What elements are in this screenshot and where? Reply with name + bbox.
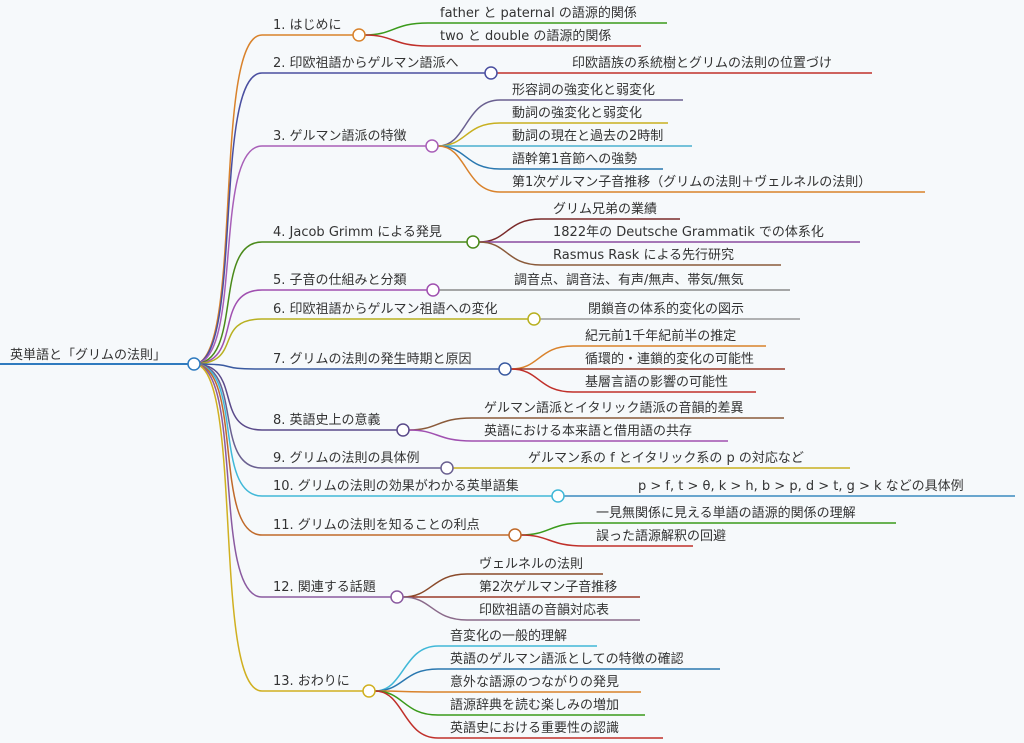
nodes-layer: 英単語と「グリムの法則」 1. はじめに father と paternal の語源…: [10, 5, 964, 736]
subtopic-node-label[interactable]: 音変化の一般的理解: [450, 628, 567, 644]
topic-node-label[interactable]: 3. ゲルマン語派の特徴: [273, 128, 407, 144]
subtopic-connector: [374, 645, 439, 692]
subtopic-node-label[interactable]: 形容詞の強変化と弱変化: [512, 82, 655, 98]
topic-connector: [193, 363, 263, 536]
topic-node-label[interactable]: 2. 印欧祖語からゲルマン語派へ: [273, 55, 459, 71]
subtopic-node-label[interactable]: 印欧語族の系統樹とグリムの法則の位置づけ: [572, 55, 832, 71]
subtopic-node-label[interactable]: two と double の語源的関係: [440, 28, 611, 44]
collapse-toggle-icon[interactable]: [426, 283, 440, 297]
topic-connector: [193, 363, 263, 431]
subtopic-connector: [437, 122, 501, 147]
topic-connector: [193, 363, 263, 598]
subtopic-connector: [510, 345, 574, 370]
collapse-toggle-icon[interactable]: [390, 590, 404, 604]
subtopic-connector: [374, 690, 439, 739]
topic-connector: [193, 34, 263, 365]
collapse-toggle-icon[interactable]: [425, 139, 439, 153]
collapse-toggle-icon[interactable]: [527, 312, 541, 326]
subtopic-node-label[interactable]: グリム兄弟の業績: [553, 201, 657, 217]
subtopic-node-label[interactable]: 動詞の現在と過去の2時制: [512, 129, 663, 144]
subtopic-connector: [437, 145, 501, 193]
topic-node-label[interactable]: 9. グリムの法則の具体例: [273, 451, 420, 466]
subtopic-connector: [520, 522, 585, 536]
topic-connector: [193, 363, 263, 370]
subtopic-node-label[interactable]: 循環的・連鎖的変化の可能性: [585, 351, 754, 367]
topic-connector: [193, 318, 263, 365]
collapse-toggle-icon[interactable]: [551, 489, 565, 503]
topic-node-label[interactable]: 10. グリムの法則の効果がわかる英単語集: [273, 478, 519, 494]
subtopic-connector: [510, 368, 574, 393]
topic-node-label[interactable]: 13. おわりに: [273, 674, 350, 689]
subtopic-node-label[interactable]: 意外な語源のつながりの発見: [450, 674, 619, 690]
topic-node-label[interactable]: 8. 英語史上の意義: [273, 412, 381, 428]
topic-connector: [193, 72, 263, 365]
subtopic-node-label[interactable]: 誤った語源解釈の回避: [596, 528, 726, 544]
subtopic-node-label[interactable]: ヴェルネルの法則: [479, 556, 583, 572]
subtopic-node-label[interactable]: 印欧祖語の音韻対応表: [479, 602, 609, 618]
subtopic-connector: [402, 573, 468, 598]
subtopic-connector: [364, 34, 429, 47]
subtopic-connector: [408, 417, 473, 431]
collapse-toggle-icon[interactable]: [508, 528, 522, 542]
subtopic-node-label[interactable]: 紀元前1千年紀前半の推定: [585, 328, 736, 344]
topic-node-label[interactable]: 5. 子音の仕組みと分類: [273, 272, 407, 288]
subtopic-node-label[interactable]: p > f, t > θ, k > h, b > p, d > t, g > k…: [638, 479, 964, 494]
subtopic-connector: [374, 690, 439, 716]
links-layer: [0, 22, 1015, 739]
collapse-toggle-icon[interactable]: [466, 235, 480, 249]
topic-connector: [193, 363, 263, 692]
topic-node-label[interactable]: 4. Jacob Grimm による発見: [273, 225, 442, 240]
collapse-toggle-icon[interactable]: [484, 66, 498, 80]
subtopic-connector: [408, 429, 473, 442]
subtopic-node-label[interactable]: 一見無関係に見える単語の語源的関係の理解: [596, 505, 856, 521]
topic-node-label[interactable]: 1. はじめに: [273, 18, 342, 33]
subtopic-node-label[interactable]: 語源辞典を読む楽しみの増加: [450, 697, 619, 713]
topic-node-label[interactable]: 12. 関連する話題: [273, 579, 376, 595]
subtopic-connector: [374, 668, 439, 692]
subtopic-connector: [437, 99, 501, 147]
subtopic-connector: [437, 145, 501, 170]
subtopic-connector: [402, 596, 468, 621]
subtopic-node-label[interactable]: 英語における本来語と借用語の共存: [484, 423, 692, 439]
subtopic-node-label[interactable]: ゲルマン語派とイタリック語派の音韻的差異: [484, 400, 743, 416]
topic-connector: [193, 145, 263, 365]
root-node-label[interactable]: 英単語と「グリムの法則」: [10, 347, 166, 363]
subtopic-node-label[interactable]: 調音点、調音法、有声/無声、帯気/無気: [514, 272, 744, 288]
collapse-toggle-icon[interactable]: [396, 423, 410, 437]
subtopic-node-label[interactable]: 第1次ゲルマン子音推移（グリムの法則＋ヴェルネルの法則）: [512, 174, 871, 190]
subtopic-connector: [364, 22, 429, 36]
collapse-toggle-icon[interactable]: [498, 362, 512, 376]
subtopic-node-label[interactable]: 閉鎖音の体系的変化の図示: [588, 301, 744, 317]
subtopic-connector: [478, 241, 542, 266]
subtopic-node-label[interactable]: 語幹第1音節への強勢: [512, 151, 637, 167]
subtopic-node-label[interactable]: ゲルマン系の f とイタリック系の p の対応など: [528, 451, 804, 466]
subtopic-node-label[interactable]: Rasmus Rask による先行研究: [553, 248, 734, 263]
subtopic-connector: [520, 534, 585, 547]
topic-connector: [193, 363, 263, 497]
subtopic-node-label[interactable]: 動詞の強変化と弱変化: [512, 105, 642, 121]
subtopic-node-label[interactable]: father と paternal の語源的関係: [440, 5, 637, 21]
topic-connector: [193, 363, 263, 469]
subtopic-node-label[interactable]: 1822年の Deutsche Grammatik での体系化: [553, 225, 824, 240]
topic-connector: [193, 241, 263, 365]
topic-node-label[interactable]: 6. 印欧祖語からゲルマン祖語への変化: [273, 301, 498, 317]
subtopic-node-label[interactable]: 基層言語の影響の可能性: [585, 374, 728, 390]
topic-node-label[interactable]: 7. グリムの法則の発生時期と原因: [273, 352, 472, 367]
collapse-toggle-icon[interactable]: [440, 461, 454, 475]
subtopic-node-label[interactable]: 第2次ゲルマン子音推移: [479, 579, 617, 595]
collapse-toggle-icon[interactable]: [352, 28, 366, 42]
subtopic-connector: [478, 218, 542, 243]
topic-connector: [193, 289, 263, 365]
collapse-toggle-icon[interactable]: [362, 684, 376, 698]
topic-node-label[interactable]: 11. グリムの法則を知ることの利点: [273, 517, 480, 533]
root-collapse-toggle-icon[interactable]: [187, 357, 201, 371]
subtopic-node-label[interactable]: 英語のゲルマン語派としての特徴の確認: [450, 651, 684, 667]
subtopic-node-label[interactable]: 英語史における重要性の認識: [450, 720, 619, 736]
